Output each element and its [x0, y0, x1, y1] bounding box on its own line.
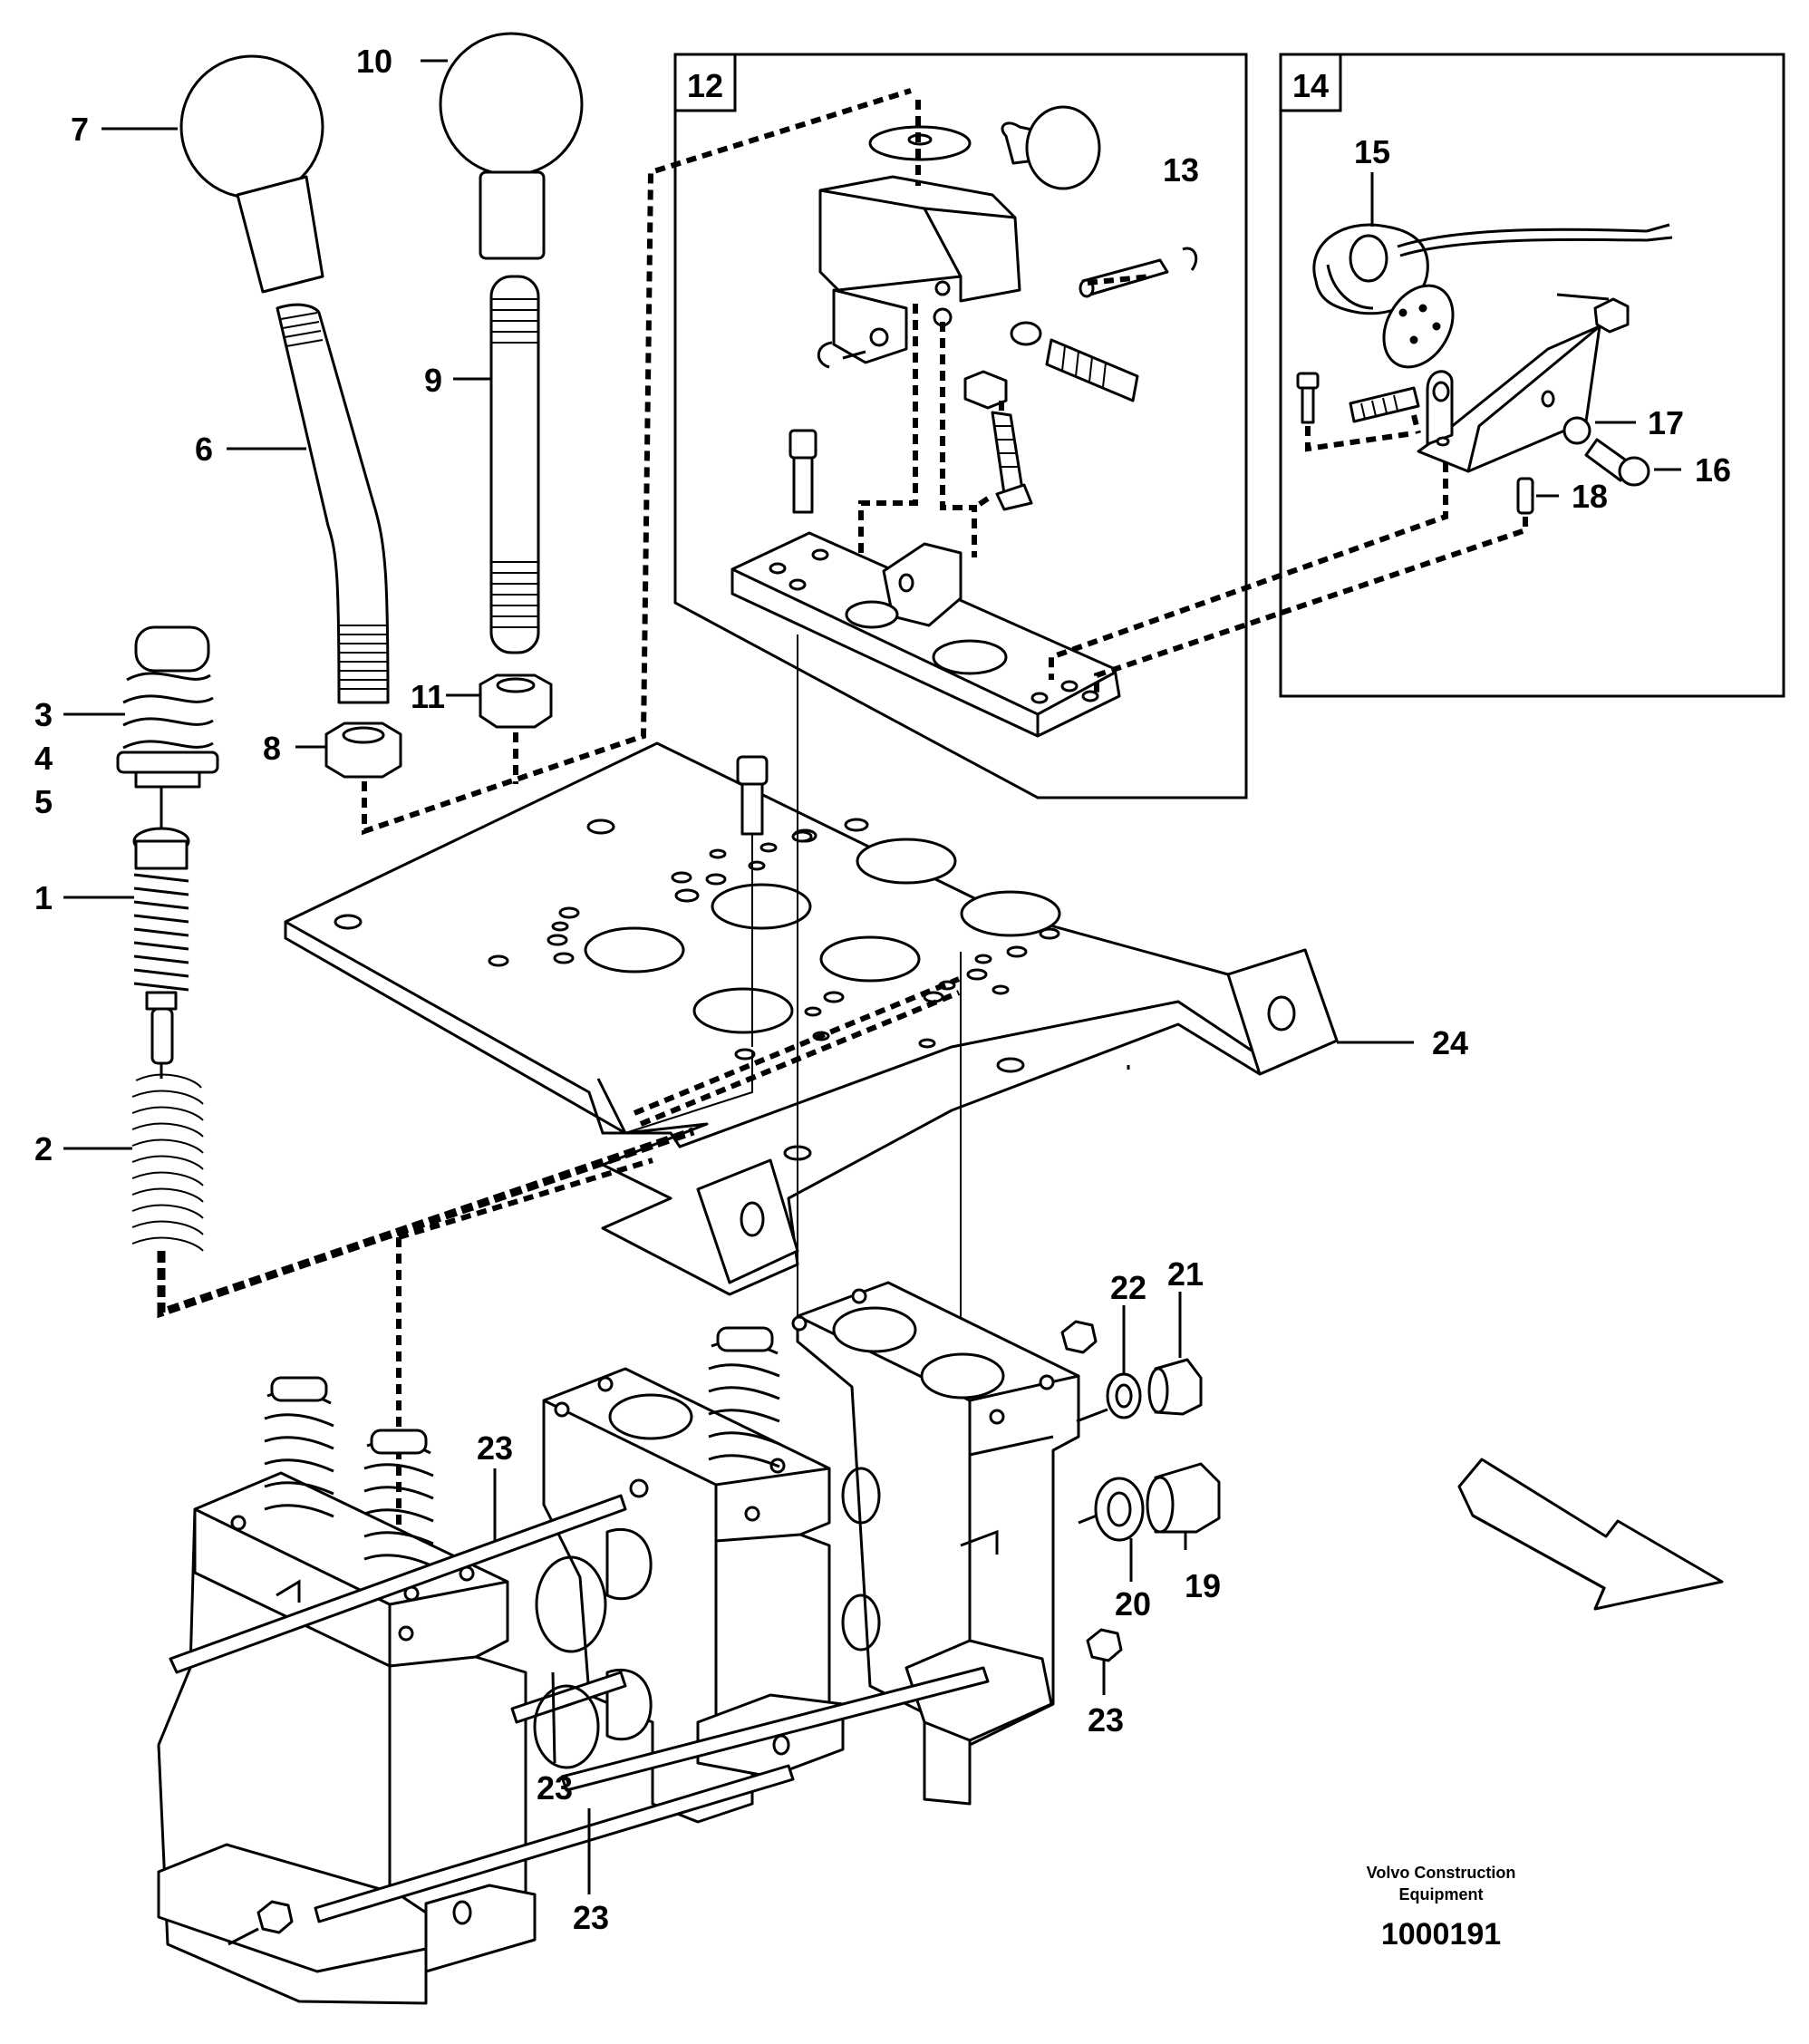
box14-dashed-lines — [1049, 414, 1528, 698]
mounting-plate — [730, 531, 1121, 738]
valve-block-rear — [791, 1281, 1080, 1806]
footer-block: Volvo Construction Equipment 1000191 — [1367, 1864, 1516, 1952]
callout-21: 21 — [1167, 1255, 1204, 1293]
box14-leader-lines — [1370, 172, 1681, 498]
spring-assembly-3-4-5 — [116, 625, 219, 789]
footer-drawing-number: 1000191 — [1381, 1917, 1501, 1952]
small-screws-box14 — [1296, 297, 1630, 424]
nut-23-left — [227, 1900, 294, 1946]
callout-23-bottom: 23 — [573, 1899, 609, 1936]
callout-18: 18 — [1572, 478, 1608, 515]
detail-box-12: 12 — [673, 53, 1248, 799]
o-rings — [533, 1467, 881, 1769]
nut-23-right — [1086, 1628, 1123, 1662]
clip-left — [817, 341, 866, 369]
washer-20 — [1094, 1477, 1145, 1542]
detail-box-14-label: 14 — [1292, 67, 1329, 104]
spring-2 — [131, 1073, 204, 1252]
box12-dashed-lines — [858, 100, 1152, 557]
nut-top-right — [1060, 1320, 1098, 1354]
callout-1: 1 — [34, 879, 53, 916]
left-leader-lines — [63, 59, 491, 1150]
callout-24: 24 — [1432, 1024, 1468, 1061]
callout-8: 8 — [263, 730, 281, 767]
nut-11 — [479, 673, 553, 729]
callout-22: 22 — [1110, 1269, 1146, 1306]
nut-8 — [324, 722, 402, 779]
callout-20: 20 — [1115, 1585, 1151, 1623]
valve-block-middle — [542, 1367, 845, 1824]
plunger-1 — [132, 827, 190, 1065]
socket-screw-plate — [736, 755, 769, 836]
callout-6: 6 — [195, 431, 213, 468]
washer-22 — [1106, 1372, 1142, 1419]
callout-10: 10 — [356, 43, 392, 80]
tie-rods — [169, 1494, 990, 1923]
callout-13: 13 — [1163, 151, 1199, 189]
callout-2: 2 — [34, 1130, 53, 1167]
callout-7: 7 — [71, 111, 89, 148]
knob-10 — [439, 32, 584, 260]
switch-housing — [818, 175, 1021, 364]
pin-18 — [1516, 477, 1534, 515]
callout-16: 16 — [1695, 451, 1731, 489]
block-springs — [264, 1326, 780, 1568]
plug-19 — [1146, 1462, 1221, 1534]
footer-company-line1: Volvo Construction — [1367, 1864, 1516, 1882]
callout-5: 5 — [34, 783, 53, 820]
right-leader-lines — [493, 1065, 1187, 1894]
lever-9 — [489, 275, 540, 654]
pin-right — [1079, 247, 1198, 298]
buzzer-15 — [1312, 223, 1673, 315]
footer-company-line2: Equipment — [1399, 1885, 1484, 1904]
plate-24 — [284, 741, 1339, 1296]
callout-11: 11 — [411, 678, 445, 715]
callout-23-right: 23 — [1088, 1701, 1124, 1739]
plug-21 — [1147, 1358, 1203, 1416]
callout-17: 17 — [1648, 404, 1684, 441]
callout-4: 4 — [34, 740, 53, 777]
button-13 — [1001, 105, 1101, 190]
callout-23-middle: 23 — [537, 1769, 573, 1807]
detail-box-14: 14 — [1279, 53, 1785, 698]
lever-6 — [276, 303, 390, 704]
screw-and-nut-right — [1010, 321, 1139, 402]
nut-and-bolt-center — [963, 370, 1033, 511]
valve-block-front — [157, 1471, 537, 2005]
bolt-16-washer-17 — [1562, 416, 1650, 487]
callout-15: 15 — [1354, 133, 1390, 170]
callout-labels: 7 10 9 6 3 4 5 8 11 1 2 13 15 17 16 18 2… — [34, 43, 1731, 1936]
callout-3: 3 — [34, 696, 53, 733]
callout-23-top: 23 — [477, 1429, 513, 1467]
bracket — [1417, 325, 1601, 473]
knob-7 — [179, 54, 324, 294]
callout-9: 9 — [424, 362, 442, 399]
socket-screw-box12 — [788, 429, 817, 514]
direction-arrow-icon — [1457, 1458, 1724, 1611]
dashed-link-lever — [362, 88, 912, 836]
detail-box-12-label: 12 — [687, 67, 723, 104]
gasket-disc — [1382, 284, 1455, 369]
callout-19: 19 — [1185, 1567, 1221, 1604]
